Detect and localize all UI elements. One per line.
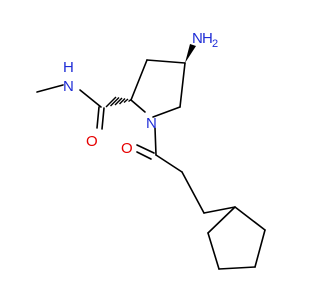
atom-label-ketone-o: O (121, 140, 133, 157)
bond-amide-c-n (79, 89, 102, 108)
bond-c3-c4 (146, 59, 186, 64)
bond-acyl-ch2 (155, 154, 183, 173)
atom-label-nh2-h: H (202, 30, 213, 47)
bond-ch2-ch2 (181, 171, 205, 214)
bond-cp-5-1 (207, 232, 220, 270)
bond-n1-acyl (154, 127, 157, 156)
bond-n1-c2 (130, 99, 146, 113)
bond-acyl-o-a (136, 144, 155, 154)
bond-amide-c-o-a (96, 106, 100, 129)
bond-cp-1-2 (203, 206, 236, 214)
bond-cp-4-5 (218, 266, 256, 270)
bond-cp-3-4 (254, 229, 266, 268)
structure-canvas: N H 2 H N N O O (36, 30, 266, 270)
atom-label-nh2-subscript: 2 (212, 38, 218, 50)
atom-label-amide-h: H (63, 59, 74, 76)
bond-c2-c3 (130, 59, 148, 101)
hash-bond-c2-amide (105, 96, 132, 108)
bond-amide-c-o-b (101, 107, 105, 130)
atom-label-nh2-n: N (192, 30, 203, 47)
wedge-bond-c4-nh2 (185, 44, 196, 63)
bond-nh-methyl (36, 84, 64, 93)
bond-cp-2-3 (234, 206, 266, 231)
bond-acyl-o-b (136, 151, 152, 160)
bond-c4-c5 (179, 62, 186, 108)
atom-label-amide-n: N (63, 78, 74, 95)
bond-c5-n1 (152, 106, 181, 118)
bond-cp-1-link (207, 206, 236, 234)
atom-label-amide-o: O (86, 133, 98, 150)
atom-label-ring-n: N (146, 115, 157, 132)
molecule-structure: N H 2 H N N O O (36, 30, 266, 270)
